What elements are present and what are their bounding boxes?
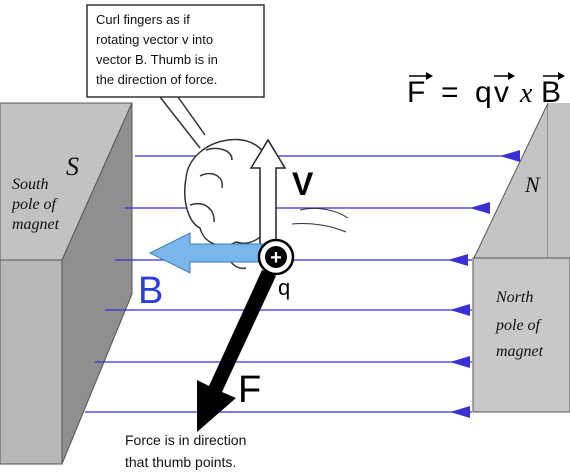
lorentz-equation: F = q v x B (407, 72, 565, 109)
field-line-arrowhead (500, 150, 520, 162)
field-line-arrowhead (470, 202, 490, 214)
field-line-arrowhead (448, 254, 468, 266)
field-label: B (138, 270, 163, 312)
north-magnet (472, 102, 570, 413)
hand-note-text: Curl fingers as if rotating vector v int… (96, 12, 222, 87)
eq-field: B (541, 76, 561, 109)
eq-charge: q (475, 76, 492, 109)
south-magnet (0, 102, 133, 465)
charge-sign: + (270, 247, 282, 269)
velocity-vector (249, 138, 287, 247)
force-vector (197, 270, 276, 432)
field-line-arrowhead (450, 406, 470, 418)
north-magnet-front (472, 257, 570, 413)
south-pole-caption: South pole of magnet (11, 176, 60, 233)
field-line-arrowhead (450, 356, 470, 368)
north-pole-letter: N (524, 172, 541, 197)
hand-note-pointer (159, 96, 201, 149)
eq-velocity: v (494, 76, 509, 109)
eq-cross: x (519, 78, 533, 109)
eq-equals: = (441, 76, 459, 109)
force-note: Force is in direction that thumb points. (125, 432, 250, 470)
charge-label: q (278, 275, 290, 300)
hand-sketch (184, 138, 349, 270)
field-line-arrowhead (450, 304, 470, 316)
north-pole-caption: North pole of magnet (495, 289, 544, 360)
force-label: F (238, 369, 261, 411)
hand-note-box (86, 4, 265, 98)
south-pole-letter: S (66, 152, 79, 181)
north-magnet-top-face (548, 103, 570, 258)
charge-particle: + (257, 238, 295, 276)
velocity-label: V (292, 166, 314, 202)
field-vector-b (148, 232, 263, 274)
hand-note-callout: Curl fingers as if rotating vector v int… (86, 4, 265, 149)
eq-force: F (407, 76, 425, 109)
south-magnet-side (61, 102, 133, 465)
